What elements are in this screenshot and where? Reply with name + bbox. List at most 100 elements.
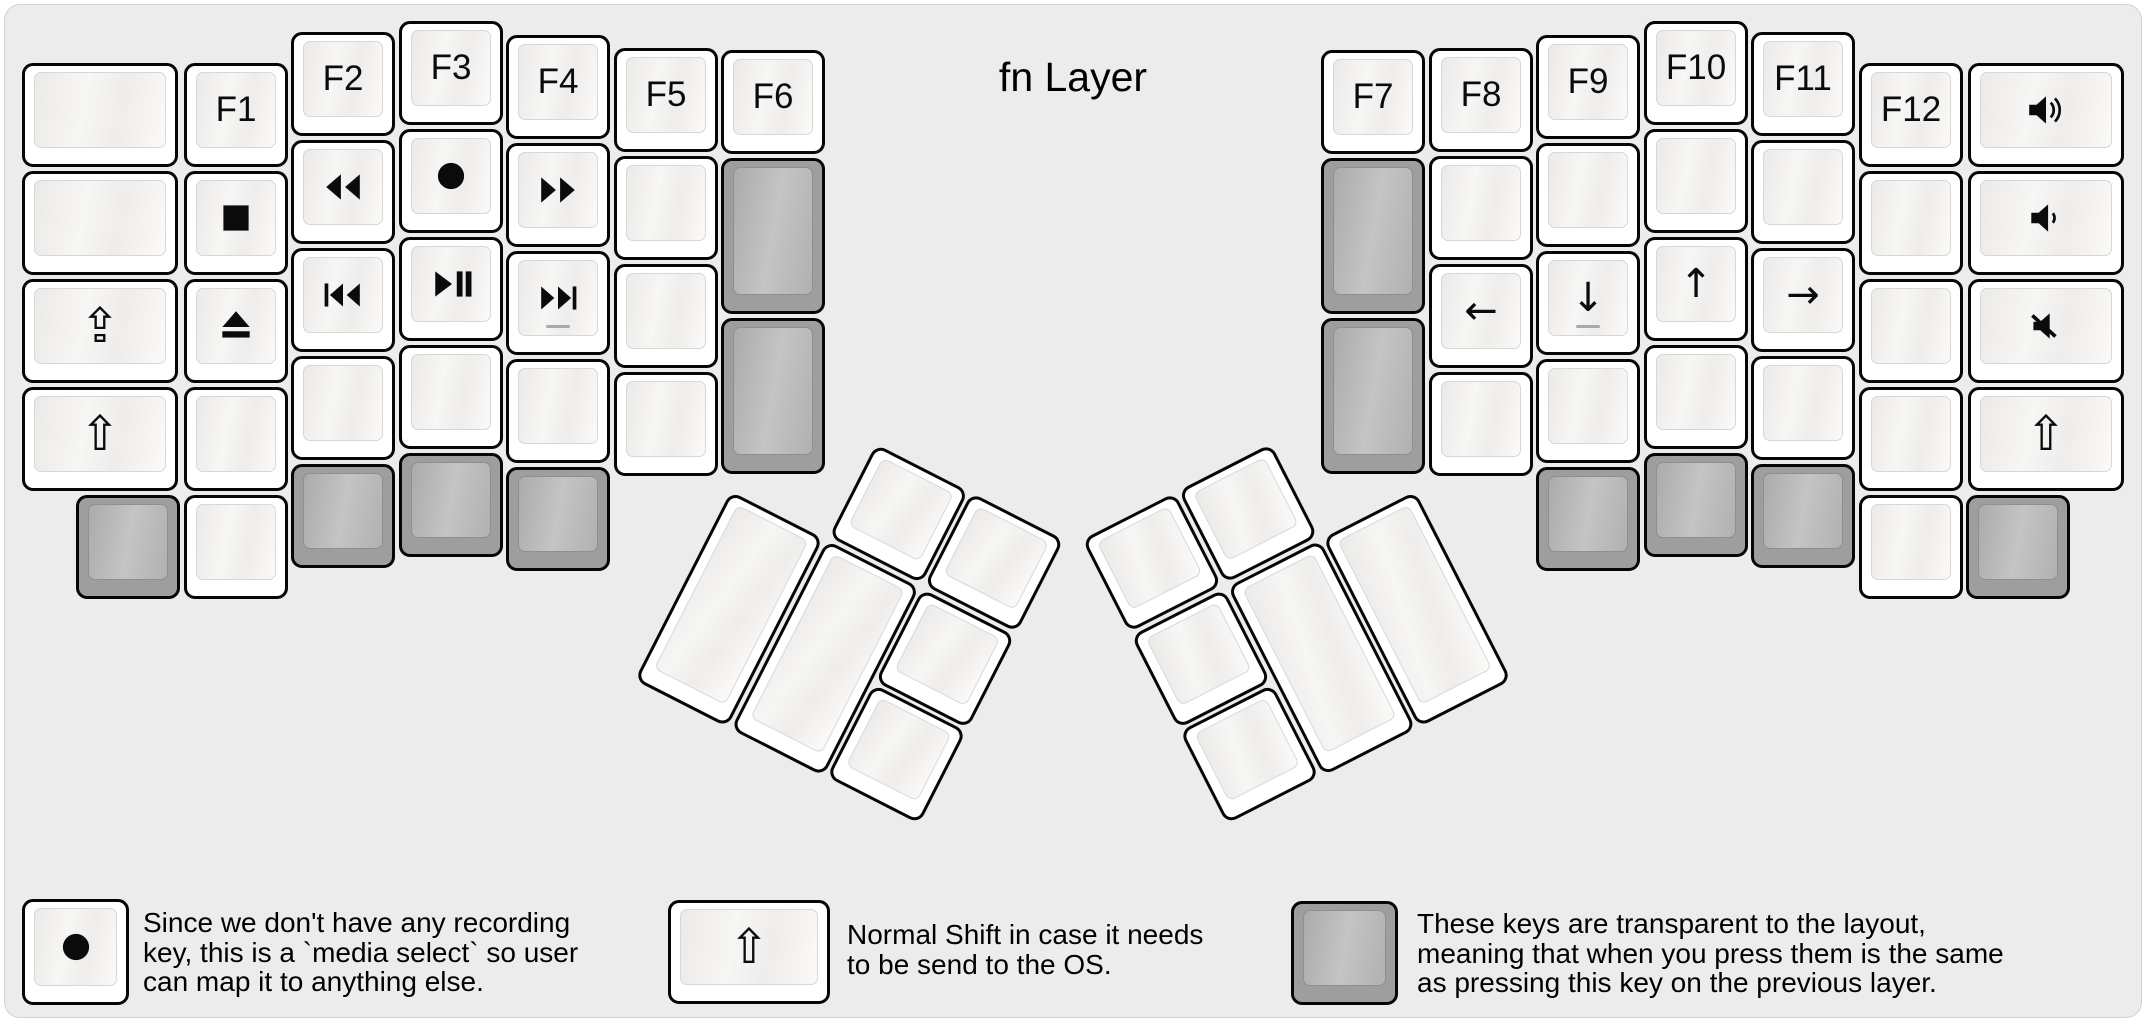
left-arrow-icon: ← <box>1464 288 1498 334</box>
key-stop[interactable] <box>184 171 288 275</box>
key-record[interactable] <box>399 129 503 233</box>
legend-text-line: Since we don't have any recording <box>143 907 571 938</box>
keycap-surface <box>1096 506 1203 611</box>
keycap-surface <box>1441 381 1521 457</box>
keycap-surface <box>1871 288 1951 364</box>
keycap-surface: ↑ <box>1656 246 1736 322</box>
keycap-surface: F8 <box>1441 57 1521 133</box>
key-label: F8 <box>1460 75 1502 114</box>
keycap-surface <box>1441 165 1521 241</box>
key-arrow-right[interactable]: → <box>1751 248 1855 352</box>
key-blank[interactable] <box>1536 143 1640 247</box>
key-blank[interactable] <box>1536 359 1640 463</box>
key-play-pause[interactable] <box>399 237 503 341</box>
keycap-surface <box>196 180 276 256</box>
keycap-surface <box>303 149 383 225</box>
key-transparent[interactable] <box>1536 467 1640 571</box>
key-blank[interactable] <box>1429 156 1533 260</box>
key-f10[interactable]: F10 <box>1644 21 1748 125</box>
key-f3[interactable]: F3 <box>399 21 503 125</box>
key-label: F12 <box>1880 90 1942 129</box>
key-f5[interactable]: F5 <box>614 48 718 152</box>
key-f2[interactable]: F2 <box>291 32 395 136</box>
key-blank[interactable] <box>614 156 718 260</box>
key-transparent[interactable] <box>1321 318 1425 474</box>
key-transparent[interactable] <box>721 158 825 314</box>
keycap-surface: ⇪ <box>34 288 166 364</box>
keycap-surface <box>1980 288 2112 364</box>
keycap-surface: ⇧ <box>680 909 818 985</box>
key-rewind[interactable] <box>291 140 395 244</box>
key-blank[interactable] <box>22 63 178 167</box>
key-transparent[interactable] <box>76 495 180 599</box>
prev-track-icon <box>322 278 364 312</box>
key-volume-up[interactable] <box>1968 63 2124 167</box>
key-label: F10 <box>1665 48 1727 87</box>
key-caps-lock[interactable]: ⇪ <box>22 279 178 383</box>
key-volume-down[interactable] <box>1968 171 2124 275</box>
key-blank[interactable] <box>1429 372 1533 476</box>
key-blank[interactable] <box>1859 171 1963 275</box>
key-blank[interactable] <box>1859 495 1963 599</box>
keycap-surface <box>1548 152 1628 228</box>
down-arrow-icon: ↓ <box>1571 275 1605 321</box>
key-transparent[interactable] <box>1321 158 1425 314</box>
keycap-surface <box>733 327 813 455</box>
key-transparent[interactable] <box>721 318 825 474</box>
volume-up-icon <box>2025 93 2067 127</box>
key-arrow-down[interactable]: ↓ <box>1536 251 1640 355</box>
key-transparent[interactable] <box>1644 453 1748 557</box>
key-f7[interactable]: F7 <box>1321 50 1425 154</box>
key-eject[interactable] <box>184 279 288 383</box>
key-transparent[interactable] <box>1751 464 1855 568</box>
key-transparent[interactable] <box>291 464 395 568</box>
keycap-surface <box>1303 910 1386 986</box>
key-arrow-up[interactable]: ↑ <box>1644 237 1748 341</box>
key-f4[interactable]: F4 <box>506 35 610 139</box>
keycap-surface <box>411 354 491 430</box>
keycap-surface <box>733 167 813 295</box>
keycap-surface <box>894 602 1001 707</box>
keycap-surface <box>196 288 276 364</box>
key-blank[interactable] <box>291 356 395 460</box>
key-shift-left[interactable]: ⇧ <box>22 387 178 491</box>
key-arrow-left[interactable]: ← <box>1429 264 1533 368</box>
key-next-track[interactable] <box>506 251 610 355</box>
key-blank[interactable] <box>399 345 503 449</box>
key-f8[interactable]: F8 <box>1429 48 1533 152</box>
keycap-surface <box>626 273 706 349</box>
key-blank[interactable] <box>1751 140 1855 244</box>
key-transparent[interactable] <box>506 467 610 571</box>
key-blank[interactable] <box>1644 129 1748 233</box>
key-blank[interactable] <box>1751 356 1855 460</box>
key-blank[interactable] <box>184 495 288 599</box>
key-blank[interactable] <box>22 171 178 275</box>
key-fast-forward[interactable] <box>506 143 610 247</box>
key-f12[interactable]: F12 <box>1859 63 1963 167</box>
key-blank[interactable] <box>1859 279 1963 383</box>
key-f11[interactable]: F11 <box>1751 32 1855 136</box>
key-f6[interactable]: F6 <box>721 50 825 154</box>
key-blank[interactable] <box>1859 387 1963 491</box>
key-blank[interactable] <box>506 359 610 463</box>
key-transparent[interactable] <box>399 453 503 557</box>
key-blank[interactable] <box>614 372 718 476</box>
key-blank[interactable] <box>184 387 288 491</box>
key-blank[interactable] <box>614 264 718 368</box>
keycap-surface <box>1763 365 1843 441</box>
key-transparent[interactable] <box>1966 495 2070 599</box>
key-prev-track[interactable] <box>291 248 395 352</box>
legend-key-transparent-sample <box>1291 901 1398 1005</box>
key-f1[interactable]: F1 <box>184 63 288 167</box>
shift-icon: ⇧ <box>79 406 121 462</box>
keycap-surface <box>1656 354 1736 430</box>
key-blank[interactable] <box>1644 345 1748 449</box>
key-shift-right[interactable]: ⇧ <box>1968 387 2124 491</box>
layer-title: fn Layer <box>998 54 1148 100</box>
keycap-surface <box>411 246 491 322</box>
key-f9[interactable]: F9 <box>1536 35 1640 139</box>
key-mute[interactable] <box>1968 279 2124 383</box>
key-label: F11 <box>1774 59 1832 98</box>
